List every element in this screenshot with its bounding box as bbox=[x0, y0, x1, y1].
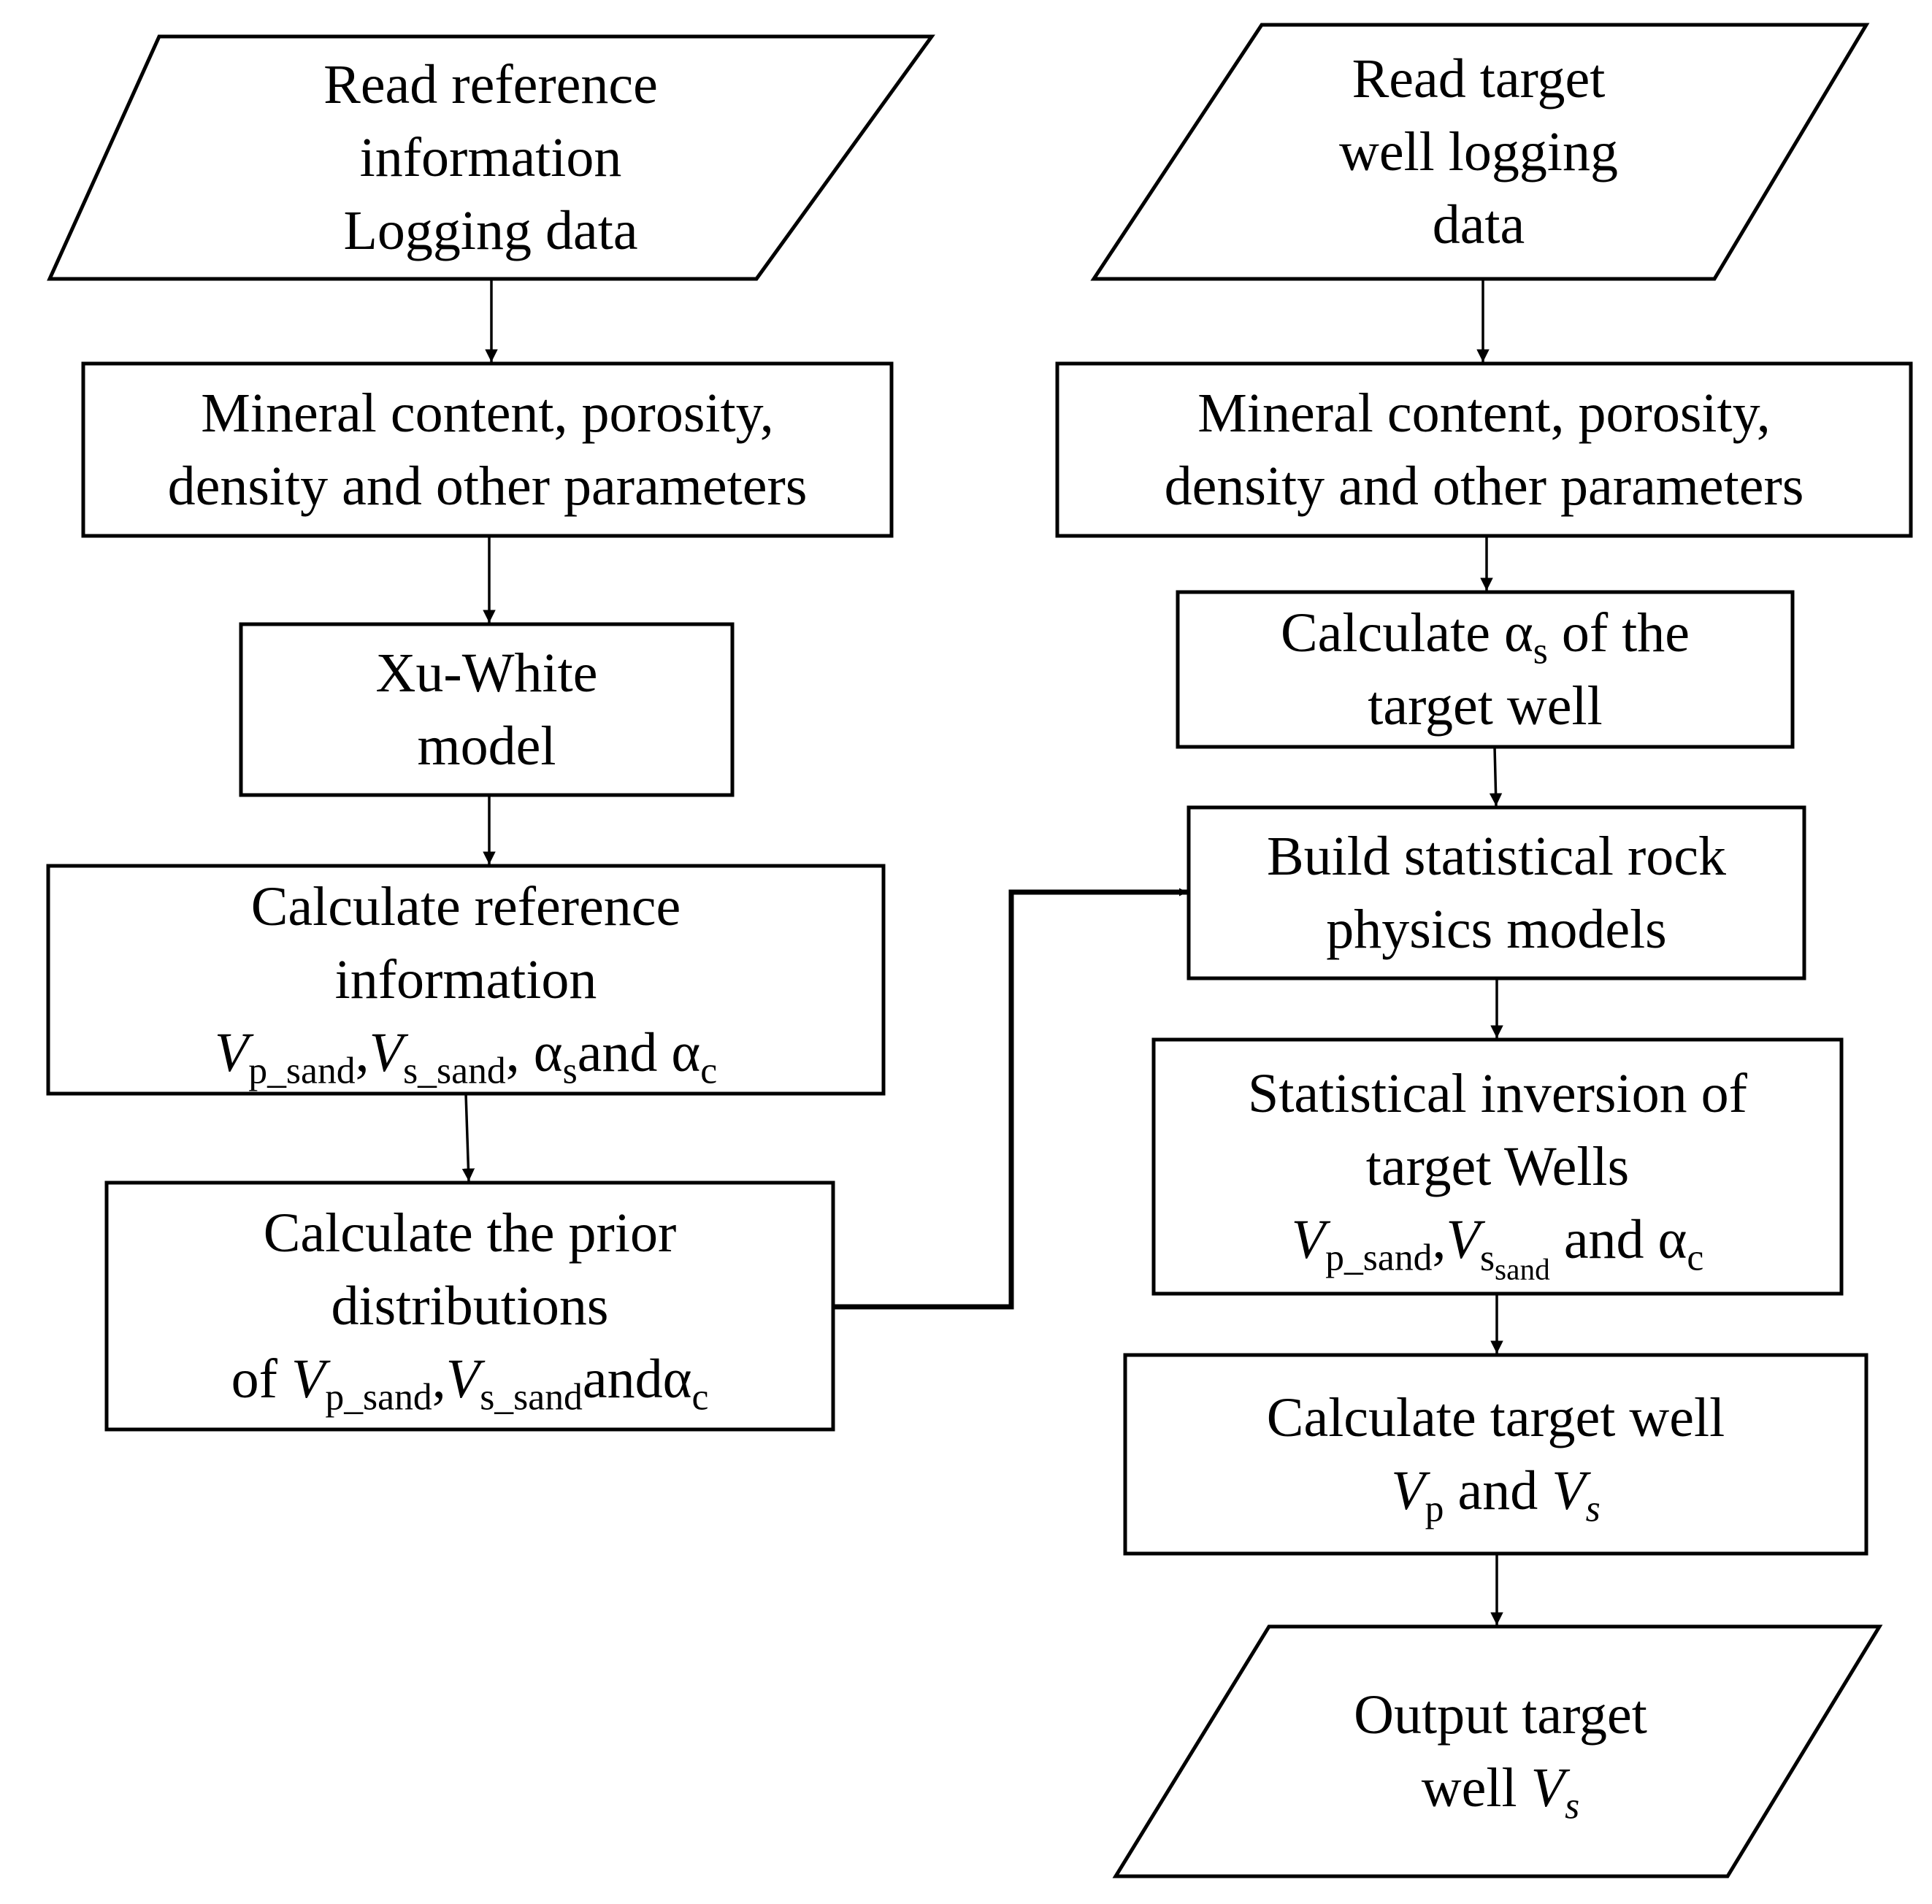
output-label: Output target well Vs bbox=[1354, 1684, 1647, 1827]
arrow-left-4 bbox=[461, 1093, 475, 1182]
read-reference-label: Read reference information Logging data bbox=[323, 54, 658, 261]
calc-reference-box bbox=[46, 864, 886, 1096]
read-reference-parallelogram bbox=[47, 34, 935, 281]
calc-alpha-s-box bbox=[1176, 590, 1795, 749]
calc-target-well-label: Calculate target well Vp and Vs bbox=[1266, 1387, 1725, 1530]
calc-target-well-formula: Vp and Vs bbox=[1391, 1460, 1601, 1530]
prior-distributions-label: Calculate the prior distributions of Vp_… bbox=[231, 1202, 709, 1419]
calc-reference-formula: Vp_sand,Vs_sand, αsand αc bbox=[214, 1022, 718, 1092]
mineral-params-left-label: Mineral content, porosity, density and o… bbox=[167, 383, 808, 517]
xu-white-label: Xu-White model bbox=[375, 642, 598, 777]
mineral-params-right-label: Mineral content, porosity, density and o… bbox=[1164, 383, 1804, 517]
arrow-right-3 bbox=[1489, 746, 1503, 807]
mineral-params-left-box bbox=[81, 361, 894, 538]
output-parallelogram bbox=[1112, 1624, 1883, 1878]
calc-reference-label: Calculate reference information Vp_sand,… bbox=[214, 876, 718, 1092]
statistical-inversion-box bbox=[1151, 1037, 1844, 1296]
calc-alpha-s-line1: Calculate αs of the bbox=[1280, 602, 1690, 672]
calc-alpha-s-label: Calculate αs of the target well bbox=[1178, 592, 1793, 747]
connector-prior-to-build bbox=[833, 888, 1187, 1310]
build-models-box bbox=[1187, 805, 1806, 980]
build-models-label: Build statistical rock physics models bbox=[1266, 826, 1726, 960]
mineral-params-right-box bbox=[1055, 361, 1913, 538]
xu-white-box bbox=[239, 622, 735, 797]
read-target-parallelogram bbox=[1090, 23, 1870, 281]
statistical-inversion-label: Statistical inversion of target Wells Vp… bbox=[1248, 1063, 1747, 1286]
output-formula: well Vs bbox=[1421, 1757, 1580, 1827]
prior-distributions-box bbox=[104, 1181, 835, 1432]
calc-target-well-box bbox=[1123, 1353, 1868, 1556]
statistical-inversion-formula: Vp_sand,Vssand and αc bbox=[1291, 1209, 1704, 1286]
read-target-label: Read target well logging data bbox=[1338, 48, 1619, 256]
prior-distributions-formula: of Vp_sand,Vs_sandandαc bbox=[231, 1348, 709, 1419]
